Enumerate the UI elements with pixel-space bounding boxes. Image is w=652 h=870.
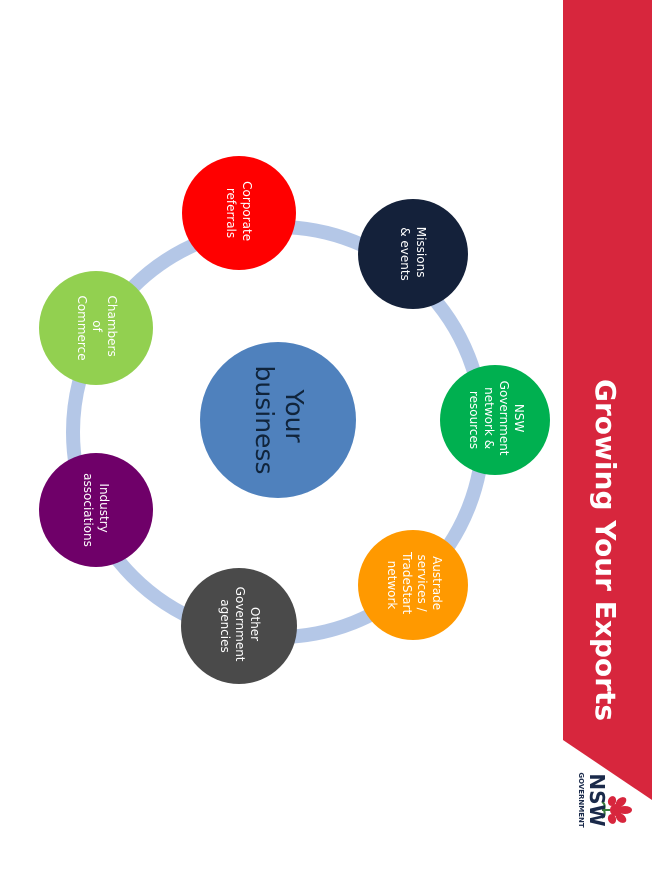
node-label-line: Missions bbox=[414, 227, 428, 278]
node-label-line: Commerce bbox=[75, 295, 89, 360]
page-title: Growing Your Exports bbox=[589, 379, 622, 721]
node-nsw-government-network: NSW Government network & resources bbox=[440, 365, 550, 475]
node-label: Industry associations bbox=[81, 473, 111, 547]
center-label-line: business bbox=[250, 366, 279, 475]
node-chambers-of-commerce: Chambers of Commerce bbox=[39, 271, 153, 385]
center-node: Your business bbox=[200, 342, 356, 498]
title-banner bbox=[563, 0, 652, 800]
center-label-line: Your bbox=[280, 388, 309, 443]
node-circle bbox=[358, 530, 468, 640]
node-corporate-referrals: Corporate referrals bbox=[182, 156, 296, 270]
node-circle bbox=[181, 568, 297, 684]
node-label-line: referrals bbox=[224, 188, 238, 238]
node-label-line: resources bbox=[467, 391, 481, 449]
node-austrade-services: Austrade services / TradeStart network bbox=[358, 530, 468, 640]
center-label: Your business bbox=[250, 366, 309, 475]
node-missions-events: Missions & events bbox=[358, 199, 468, 309]
node-industry-associations: Industry associations bbox=[39, 453, 153, 567]
node-label-line: network & bbox=[482, 387, 496, 449]
node-label: Corporate referrals bbox=[224, 181, 254, 245]
node-label: Missions & events bbox=[398, 227, 428, 282]
node-label-line: associations bbox=[81, 473, 95, 547]
node-circle bbox=[39, 453, 153, 567]
node-label-line: & events bbox=[398, 227, 412, 281]
node-label: NSW Government network & resources bbox=[467, 381, 526, 460]
node-label-line: Corporate bbox=[240, 181, 254, 241]
node-label-line: Chambers bbox=[105, 295, 119, 356]
center-circle bbox=[200, 342, 356, 498]
logo-subtext: GOVERNMENT bbox=[577, 772, 585, 828]
node-label-line: network bbox=[385, 561, 399, 610]
node-label-line: services / bbox=[415, 555, 429, 613]
node-label-line: Government bbox=[233, 587, 247, 662]
node-label-line: NSW bbox=[512, 404, 526, 433]
node-label: Chambers of Commerce bbox=[75, 295, 119, 360]
node-circle bbox=[440, 365, 550, 475]
node-circle bbox=[39, 271, 153, 385]
nsw-government-logo: NSW GOVERNMENT bbox=[577, 772, 632, 828]
node-label-line: TradeStart bbox=[400, 551, 414, 614]
node-label-line: Austrade bbox=[430, 556, 444, 610]
node-label: Other Government agencies bbox=[218, 587, 262, 666]
waratah-icon bbox=[601, 796, 632, 824]
node-label-line: agencies bbox=[218, 599, 232, 653]
logo-text: NSW bbox=[585, 773, 609, 826]
node-label-line: Industry bbox=[97, 483, 111, 532]
node-label: Austrade services / TradeStart network bbox=[385, 551, 444, 618]
node-circle bbox=[182, 156, 296, 270]
node-label-line: of bbox=[90, 320, 104, 332]
node-other-government-agencies: Other Government agencies bbox=[181, 568, 297, 684]
node-label-line: Other bbox=[248, 607, 262, 641]
node-label-line: Government bbox=[497, 381, 511, 456]
node-circle bbox=[358, 199, 468, 309]
